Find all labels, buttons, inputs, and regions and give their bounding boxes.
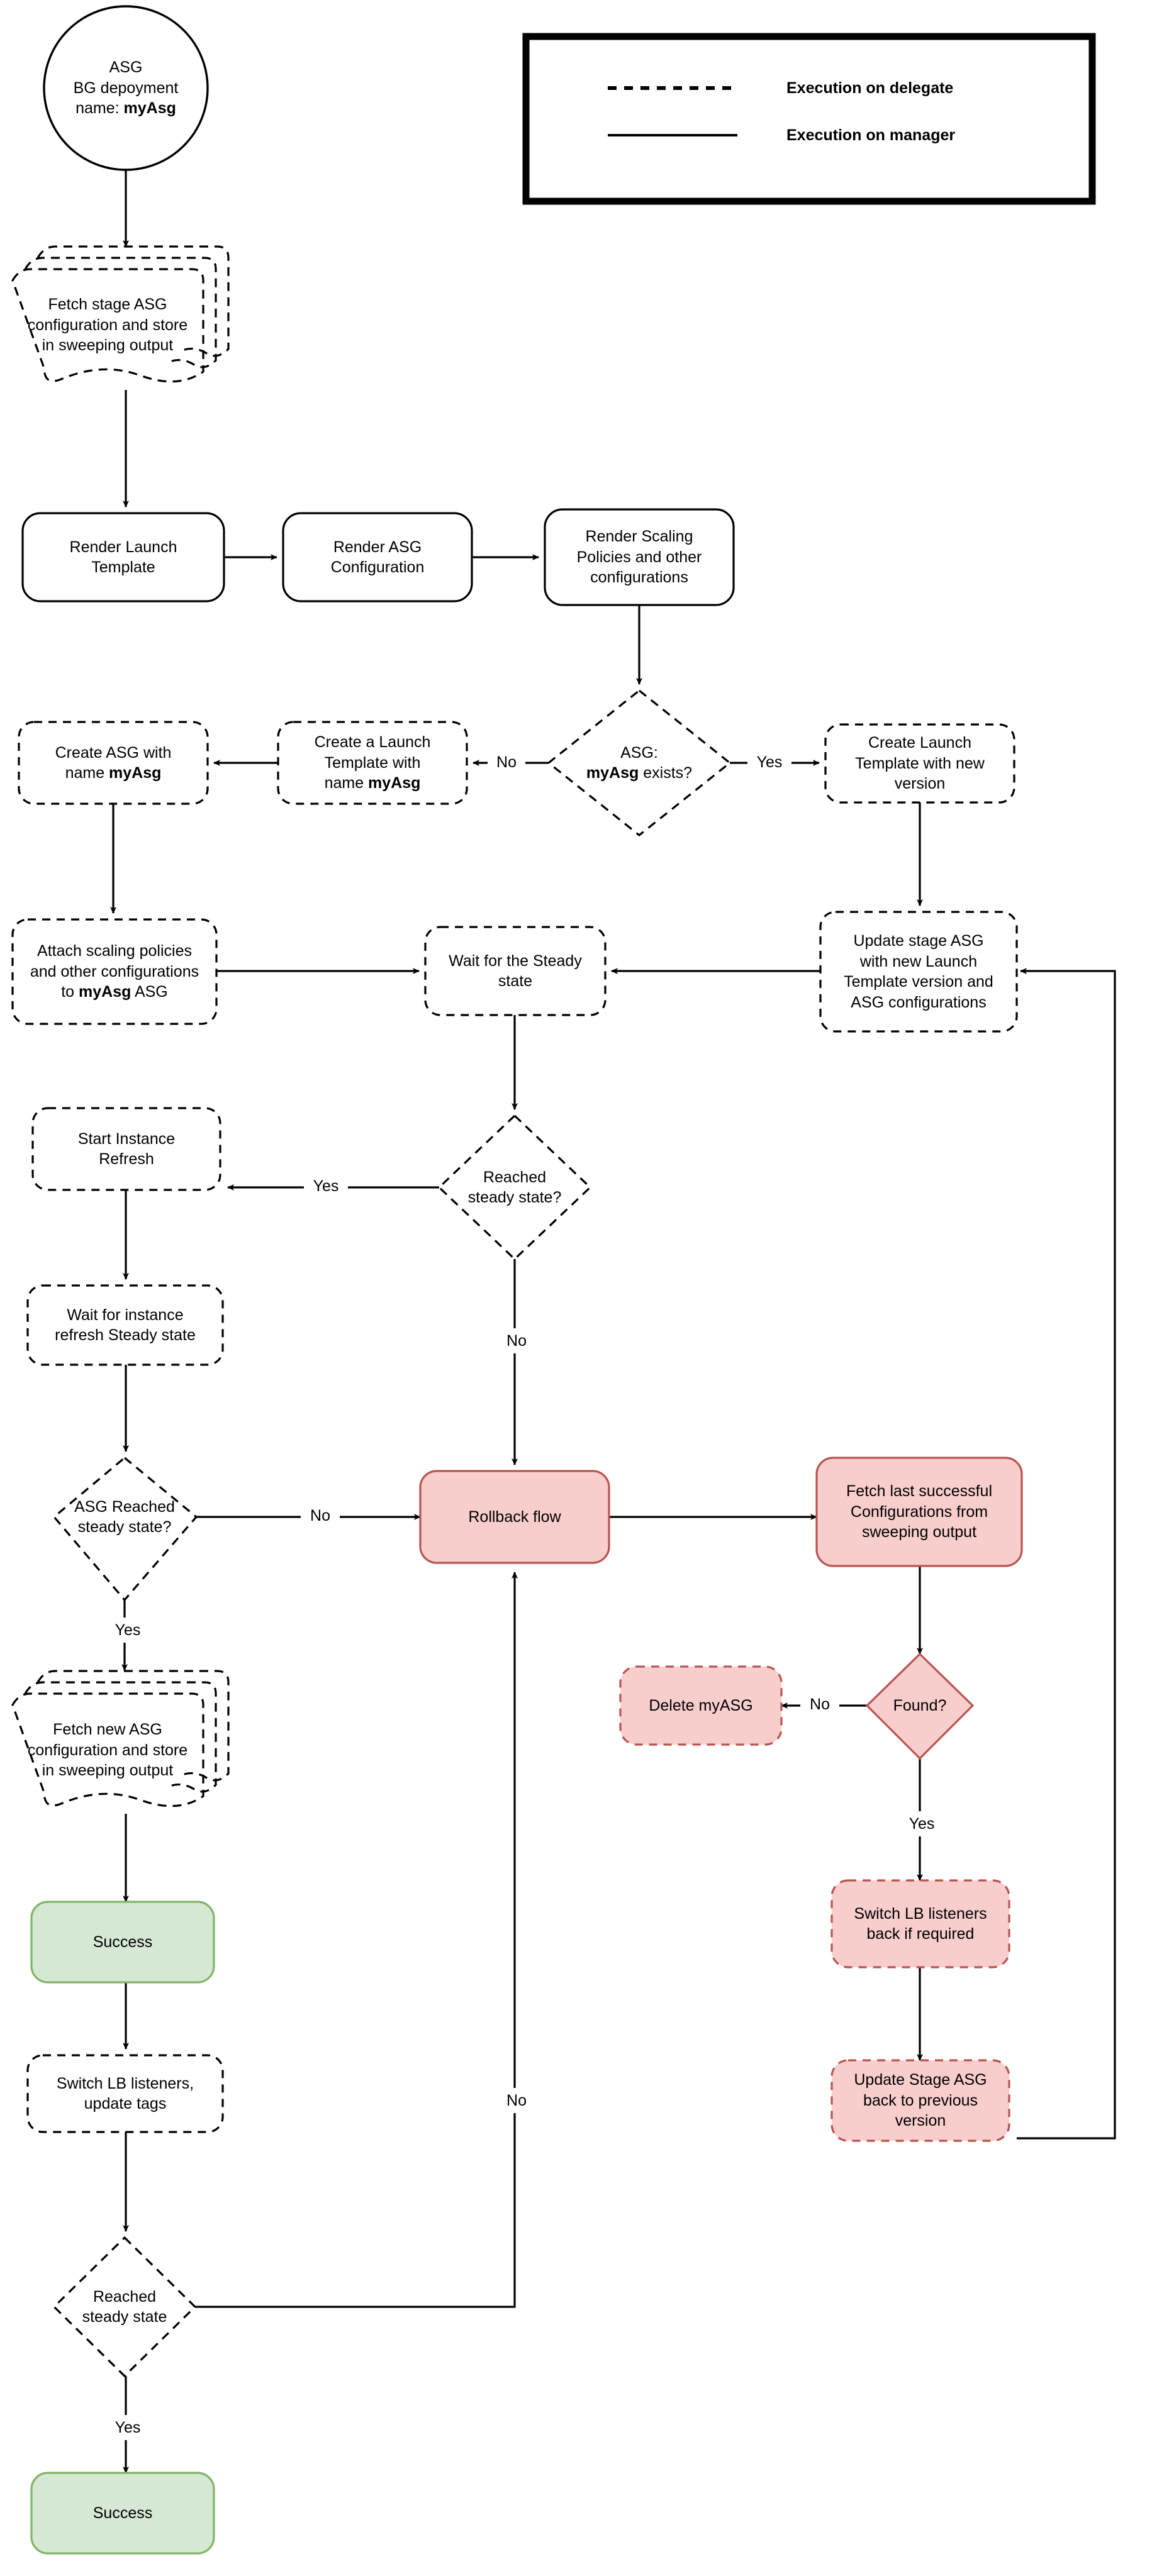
- edge-label-asg-exists-no: No: [488, 750, 525, 775]
- edge-label-asg-steady-no: No: [301, 1503, 340, 1528]
- edge-label-found-no: No: [800, 1692, 839, 1717]
- node-fetch-stage-asg-shape: [11, 245, 230, 383]
- legend-label-delegate: Execution on delegate: [786, 79, 954, 97]
- edge-updateprev-to-updatestage: [1017, 968, 1116, 2140]
- node-render-launch-template-shape: [21, 512, 225, 602]
- edge-label-asg-exists-yes: Yes: [747, 750, 791, 775]
- node-success-2-shape: [30, 2472, 215, 2555]
- edge-label-steady-1-no: No: [497, 1328, 536, 1353]
- edge-label-steady-2-no: No: [497, 2088, 536, 2113]
- node-reached-steady-state-2-shape: [52, 2236, 197, 2378]
- node-render-asg-configuration-shape: [282, 512, 473, 602]
- node-create-launch-template-new-version-shape: [824, 723, 1015, 804]
- node-switch-lb-update-tags-shape: [26, 2054, 224, 2133]
- node-reached-steady-state-1-shape: [437, 1114, 592, 1261]
- success-shapes: [30, 1901, 215, 2555]
- node-asg-reached-steady-state-shape: [52, 1456, 198, 1602]
- node-success-1-shape: [30, 1901, 215, 1984]
- node-start-instance-refresh-shape: [31, 1107, 221, 1191]
- node-rollback-flow-shape: [419, 1470, 610, 1564]
- node-attach-scaling-policies-shape: [11, 918, 218, 1025]
- node-start-shape: [43, 5, 209, 171]
- edge-label-asg-steady-yes: Yes: [106, 1618, 150, 1643]
- node-update-stage-asg-shape: [819, 911, 1018, 1033]
- node-create-launch-template-myasg-shape: [277, 721, 468, 805]
- node-wait-instance-refresh-shape: [26, 1284, 224, 1366]
- node-render-scaling-policies-shape: [544, 508, 735, 606]
- node-delete-myasg-shape: [619, 1665, 783, 1746]
- node-fetch-last-successful-shape: [815, 1457, 1023, 1567]
- edge-steady2-no: [195, 1572, 518, 2308]
- edge-label-steady-1-yes: Yes: [304, 1174, 348, 1199]
- node-wait-steady-state-shape: [424, 926, 607, 1016]
- node-update-stage-asg-previous-shape: [830, 2059, 1010, 2142]
- edge-label-steady-2-yes: Yes: [106, 2415, 150, 2440]
- node-fetch-new-asg-shape: [11, 1670, 230, 1807]
- node-asg-exists-shape: [547, 689, 732, 837]
- node-switch-lb-back-shape: [830, 1879, 1010, 1968]
- edge-label-found-yes: Yes: [900, 1811, 944, 1836]
- rollback-shapes: [419, 1457, 1023, 2142]
- legend-box: [522, 33, 1096, 205]
- node-found-shape: [865, 1652, 975, 1760]
- node-create-asg-shape: [18, 721, 209, 805]
- legend-label-manager: Execution on manager: [786, 126, 956, 144]
